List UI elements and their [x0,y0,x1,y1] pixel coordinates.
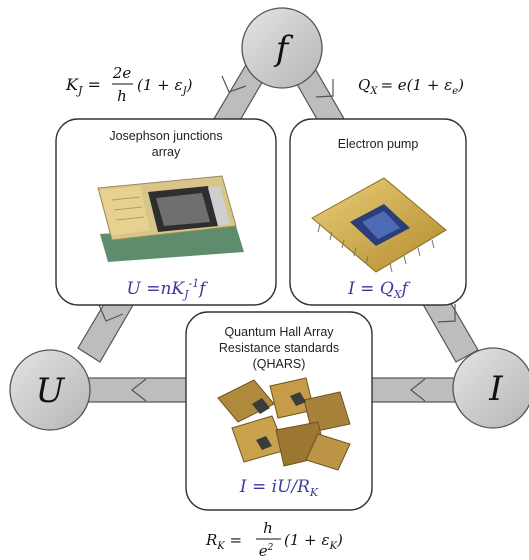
josephson-formula: U =nKJ-1f [126,277,208,301]
svg-text:QX= e(1 + εe): QX= e(1 + εe) [358,76,464,97]
svg-text:(1 + εJ): (1 + εJ) [137,76,193,97]
qhars-title-line3: (QHARS) [253,357,306,371]
qhars-formula: I = iU/RK [239,477,319,499]
svg-text:h: h [117,87,127,105]
node-voltage: U [9,349,91,431]
electron-pump-formula: I = QXf [347,279,411,301]
josephson-title-line1: Josephson junctions [109,129,222,143]
josephson-title-line2: array [152,145,181,159]
svg-text:(1 + εK): (1 + εK) [284,531,343,552]
svg-text:e2: e2 [259,542,274,560]
josephson-chip-image [97,175,244,262]
svg-text:RK =: RK = [205,531,242,552]
node-frequency: f [241,7,323,89]
qhars-chips-image [217,377,351,471]
qhars-box: Quantum Hall Array Resistance standards … [185,311,373,511]
svg-text:h: h [263,519,273,537]
josephson-constant-formula: KJ = 2e h (1 + εJ) [65,64,193,105]
node-current: I [452,347,529,429]
qhars-title-line1: Quantum Hall Array [224,325,334,339]
pump-charge-formula: QX= e(1 + εe) [358,76,464,97]
svg-text:2e: 2e [112,64,132,82]
qhars-title-line2: Resistance standards [219,341,339,355]
josephson-box: Josephson junctions array U =nKJ-1f [55,118,277,306]
node-voltage-label: U [36,371,66,411]
electron-pump-chip-image [311,177,447,273]
node-current-label: I [488,369,503,409]
klitzing-constant-formula: RK = h e2 (1 + εK) [205,519,343,560]
svg-text:KJ =: KJ = [65,75,101,97]
electron-pump-title: Electron pump [338,137,419,151]
electron-pump-box: Electron pump I = QXf [289,118,467,306]
